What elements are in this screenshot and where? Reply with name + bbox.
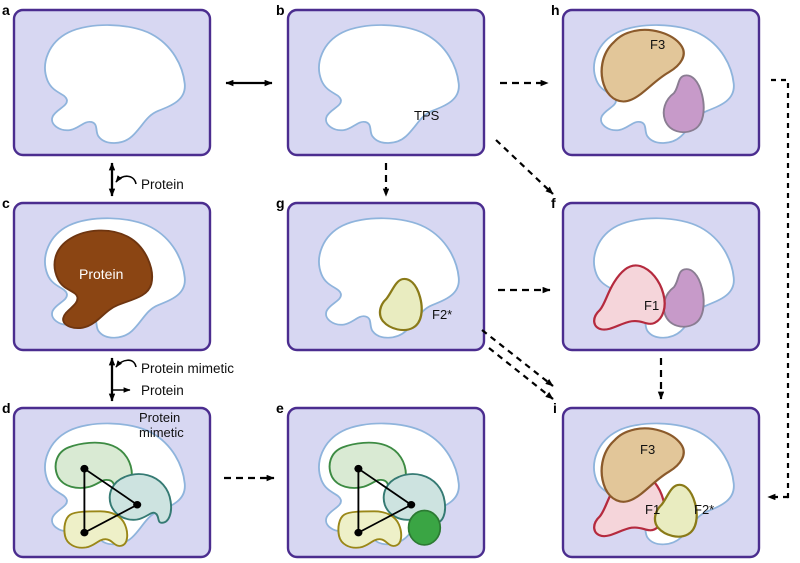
connector-g-i [488,347,554,400]
connector-c-d [108,357,137,402]
panel-letter-h: h [551,2,560,18]
panel-letter-b: b [276,2,285,18]
panel-letter-d: d [2,400,11,416]
edge-label-protein-mimetic-c-d: Protein mimetic [141,361,235,376]
edge-label-protein-a-c: Protein [141,177,184,192]
panel-f-f1 [561,201,761,352]
panel-a-apo-surface [12,8,212,157]
panel-b-tps [286,8,486,157]
protein-curved-pointer [115,175,137,185]
connector-a-c [108,162,137,197]
panel-c-protein [12,201,212,352]
panel-letter-c: c [2,195,10,211]
panel-e-anchor-dot [354,464,363,473]
panel-e-scaffold-triangle [357,466,413,535]
panel-letter-i: i [553,400,557,416]
panel-e-green-dot-fragment [407,509,442,546]
panel-d-contents [44,422,186,549]
connector-b-i [481,329,554,387]
panel-i-f3-f1-f2star [561,406,761,559]
panel-d-yellow-fragment [63,510,129,549]
panel-d-anchor-dot [80,528,89,537]
panel-g-f2star [286,201,486,352]
panel-e-mimetic-bound [286,406,486,559]
edge-label-protein-c-d: Protein [141,383,184,398]
panel-d-anchor-dot [133,500,142,509]
panel-e-yellow-fragment [337,510,403,549]
panel-e-anchor-dot [354,528,363,537]
connector-h-i [767,78,790,501]
panel-e-anchor-dot [407,500,416,509]
panel-h-f3 [561,8,761,157]
connector-b-f [495,139,554,195]
panel-letter-f: f [551,195,556,211]
protein-mimetic-curved-pointer [115,359,137,368]
panel-letter-a: a [2,2,10,18]
panel-letter-e: e [276,400,284,416]
panel-letter-g: g [276,195,285,211]
panel-d-protein-mimetic [12,406,212,559]
panel-e-contents [318,422,460,549]
panel-d-anchor-dot [80,464,89,473]
panel-d-scaffold-triangle [83,466,139,535]
